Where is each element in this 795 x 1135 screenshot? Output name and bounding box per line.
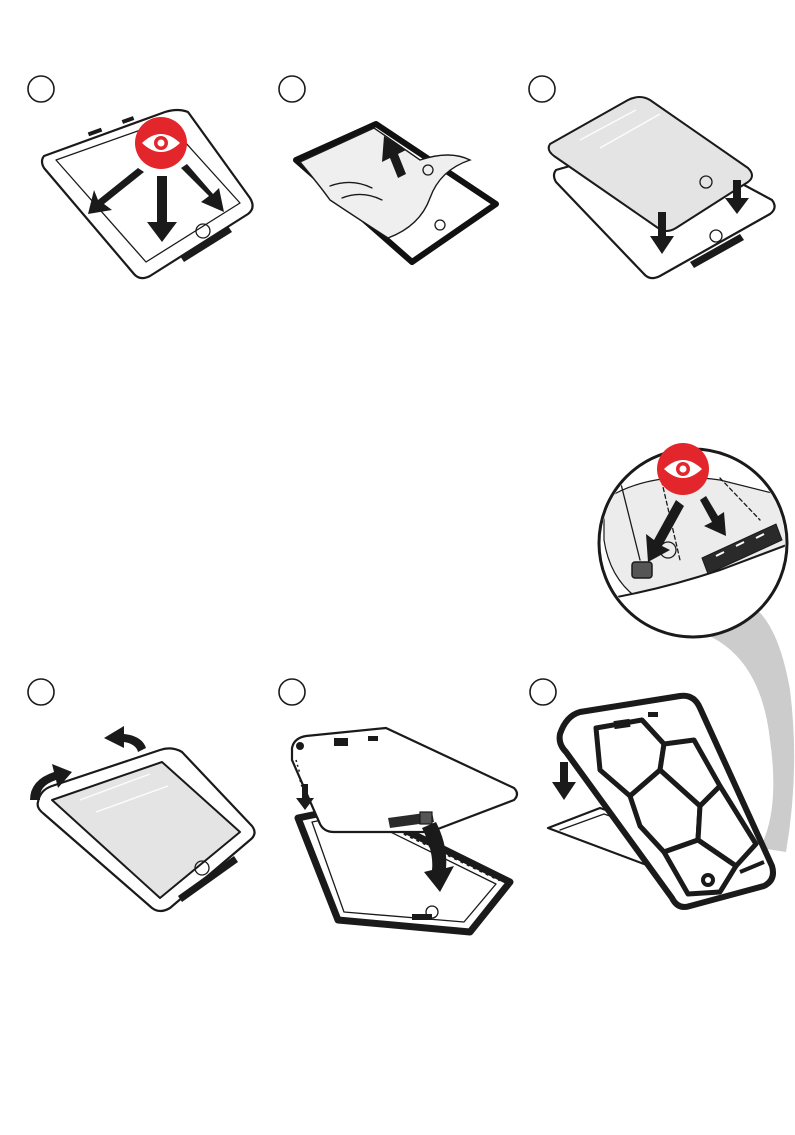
step-6-number-circle [530,679,556,705]
lift-arrow-right-icon [104,726,146,752]
step-4-number-circle [28,679,54,705]
port-cover [632,562,652,578]
step-5-panel [279,679,517,932]
step-6-panel [530,679,773,907]
step-3-panel [529,76,775,278]
step-5-number-circle [279,679,305,705]
step-3-number-circle [529,76,555,102]
close-case-arrow-icon [552,762,576,800]
step-1-panel [28,76,253,278]
eye-icon [135,117,187,169]
rugged-case [560,696,773,907]
step-4-panel [28,679,255,911]
tablet-back-cover [292,728,517,832]
step-1-number-circle [28,76,54,102]
eye-icon [657,443,709,495]
step-2-number-circle [279,76,305,102]
step-2-panel [279,76,496,262]
